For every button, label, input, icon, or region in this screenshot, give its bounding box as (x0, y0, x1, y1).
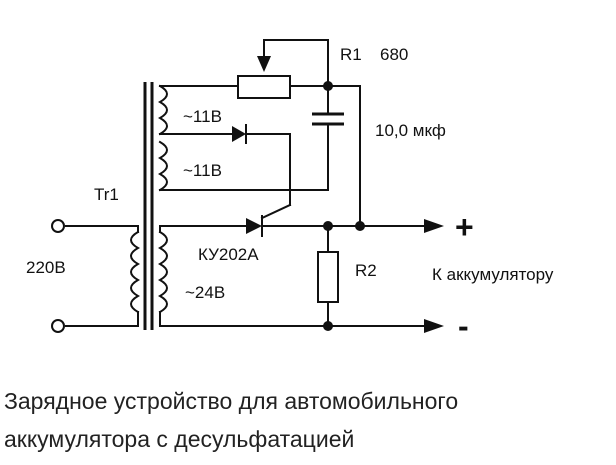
thyristor-label: КУ202А (198, 245, 259, 264)
capacitor-label: 10,0 мкф (375, 121, 446, 140)
transformer-label: Tr1 (94, 185, 119, 204)
plus-label: + (455, 209, 474, 245)
caption-line-1: Зарядное устройство для автомобильного (4, 388, 459, 414)
mains-label: 220В (26, 258, 66, 277)
secondary-winding-3 (157, 225, 431, 327)
secondary-winding-1 (157, 84, 239, 136)
mains-terminal-top (51, 219, 65, 233)
transformer-core (143, 82, 154, 330)
resistor-r2 (317, 225, 339, 327)
primary-winding (65, 225, 141, 327)
potentiometer-r1 (237, 39, 329, 99)
diode (159, 124, 291, 206)
figure-caption: Зарядное устройство для автомобильного а… (4, 382, 612, 458)
junction-r2-top (323, 221, 333, 231)
winding1-label: ~11В (183, 107, 222, 126)
mains-terminal-bottom (51, 319, 65, 333)
output-minus-arrow (424, 319, 444, 333)
winding2-label: ~11В (183, 161, 222, 180)
thyristor (246, 203, 431, 237)
r2-label: R2 (355, 261, 377, 280)
junction-r1-cap (323, 81, 333, 91)
capacitor (312, 85, 361, 227)
junction-feedback (355, 221, 365, 231)
junction-r2-bottom (323, 321, 333, 331)
caption-line-2: аккумулятора с десульфатацией (4, 426, 355, 452)
r1-value-label: 680 (380, 45, 408, 64)
charger-schematic: R1 680 10,0 мкф Tr1 ~11В ~11В КУ202А ~24… (26, 39, 554, 344)
winding3-label: ~24В (185, 283, 225, 302)
secondary-winding-2 (157, 140, 329, 192)
output-label: К аккумулятору (432, 265, 554, 284)
output-plus-arrow (424, 219, 444, 233)
minus-label: - (458, 308, 469, 344)
r1-label: R1 (340, 45, 362, 64)
